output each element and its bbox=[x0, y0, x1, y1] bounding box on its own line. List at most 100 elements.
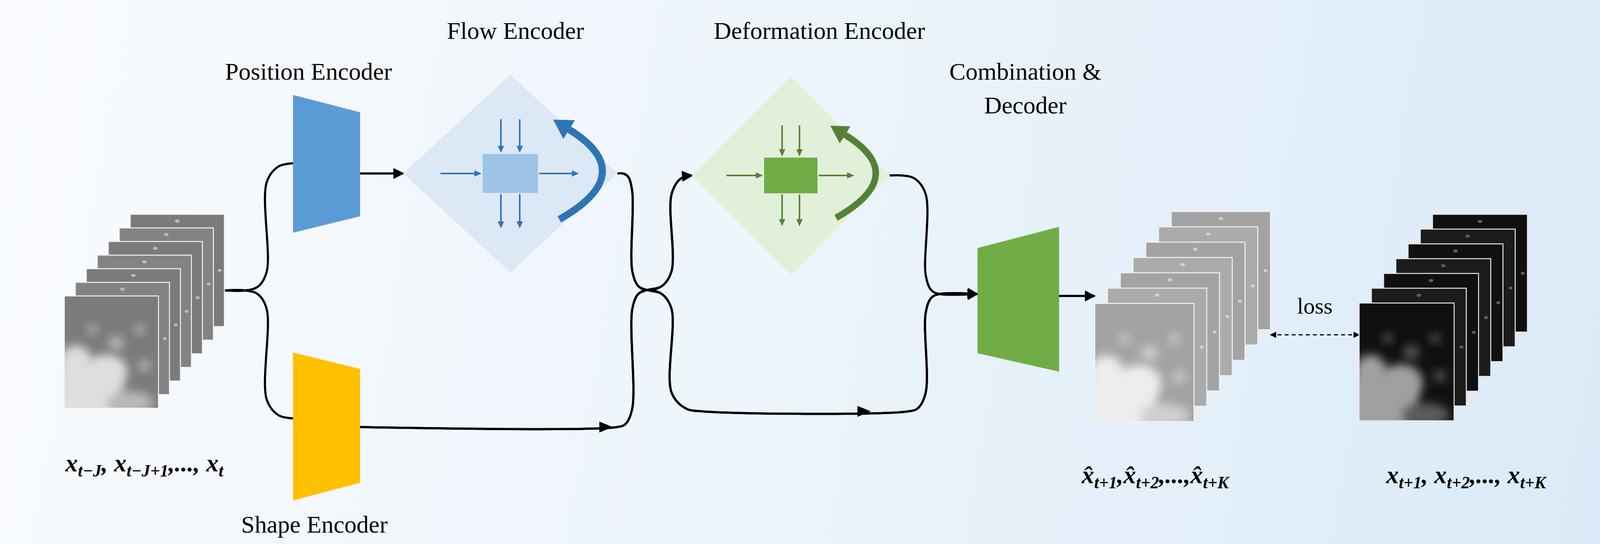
arrow-shaft bbox=[781, 194, 783, 220]
cloud bbox=[1430, 333, 1440, 343]
arrow-shaft bbox=[726, 174, 757, 177]
cloud bbox=[1094, 354, 1124, 388]
module-label: Shape Encoder bbox=[241, 509, 388, 539]
deformation-encoder-shape bbox=[691, 76, 890, 275]
arrow-head bbox=[847, 172, 855, 179]
predicted-frames: x̂t+1,x̂t+2,...,x̂t+K bbox=[1094, 211, 1271, 422]
cloud-speck bbox=[206, 282, 211, 286]
input-frames: xt−J, xt−J+1,..., xt bbox=[64, 214, 225, 408]
module-label: Flow Encoder bbox=[446, 16, 585, 46]
target-frames: xt+1, xt+2,..., xt+K bbox=[1359, 214, 1528, 421]
arrow-head bbox=[474, 170, 482, 177]
cloud bbox=[1117, 364, 1162, 403]
image-frame bbox=[43, 295, 159, 424]
cloud-speck bbox=[162, 336, 167, 340]
cloud-speck bbox=[173, 323, 178, 327]
cloud bbox=[1383, 333, 1393, 343]
cloud-speck bbox=[1508, 286, 1513, 290]
recurrence-arrow bbox=[559, 129, 603, 220]
arrow-shaft bbox=[500, 194, 502, 223]
cloud bbox=[1381, 364, 1423, 402]
cloud-speck bbox=[1205, 232, 1211, 236]
cloud bbox=[1139, 403, 1190, 422]
cloud-speck bbox=[1199, 345, 1204, 349]
arrow-head bbox=[779, 218, 786, 226]
cloud bbox=[1434, 369, 1446, 382]
module-label: Position Encoder bbox=[225, 56, 392, 86]
arrow-head bbox=[516, 221, 523, 229]
cloud-field bbox=[1094, 333, 1189, 422]
cell-arrows bbox=[726, 125, 855, 227]
cloud-speck bbox=[120, 287, 125, 291]
cloud-speck bbox=[1193, 247, 1198, 251]
predicted-frames-shape bbox=[1094, 211, 1271, 422]
cloud-speck bbox=[1180, 262, 1185, 266]
cell-arrows bbox=[440, 119, 579, 229]
cloud-speck bbox=[141, 260, 147, 264]
input-frames-shape bbox=[64, 214, 225, 408]
arrow-shaft bbox=[539, 172, 573, 175]
cloud bbox=[85, 354, 128, 391]
edge-label: loss bbox=[1297, 292, 1333, 320]
decoder-shape bbox=[977, 226, 1060, 372]
arrow-head bbox=[796, 149, 803, 157]
connector bbox=[889, 174, 978, 295]
encoder-trapezoid bbox=[293, 352, 361, 501]
encoder-diamond bbox=[691, 76, 890, 275]
cloud bbox=[108, 336, 124, 350]
cloud bbox=[106, 391, 154, 408]
cloud-speck bbox=[1459, 345, 1464, 349]
frame-border bbox=[1094, 303, 1195, 422]
cloud bbox=[1169, 333, 1180, 344]
target-frames-shape bbox=[1359, 214, 1528, 421]
cloud-speck bbox=[1263, 269, 1268, 273]
cloud-speck bbox=[163, 232, 169, 237]
cloud-speck bbox=[1465, 234, 1471, 238]
frame-border bbox=[1359, 302, 1455, 421]
recurrent-cell bbox=[482, 154, 539, 193]
recurrence-arrow bbox=[835, 134, 876, 218]
frame-caption: x̂t+1,x̂t+2,...,x̂t+K bbox=[1081, 458, 1229, 493]
cloud-speck bbox=[184, 309, 189, 313]
cloud-speck bbox=[1477, 219, 1483, 223]
flow-encoder-shape bbox=[403, 74, 618, 273]
cloud bbox=[134, 324, 145, 334]
deformation-encoder: Deformation Encoder bbox=[691, 76, 890, 275]
cloud bbox=[1359, 354, 1387, 388]
cloud-speck bbox=[174, 219, 180, 223]
cloud-speck bbox=[1167, 278, 1173, 282]
recurrence-arrow-head bbox=[830, 125, 851, 144]
cloud-speck bbox=[1496, 300, 1501, 304]
cloud bbox=[1403, 345, 1420, 360]
cloud-speck bbox=[1212, 330, 1217, 334]
module-label: Combination & Decoder bbox=[942, 54, 1108, 122]
encoder-diamond bbox=[403, 74, 618, 273]
arrow-shaft bbox=[518, 194, 521, 223]
connector bbox=[617, 172, 692, 290]
position-encoder-shape bbox=[293, 94, 361, 233]
cloud-speck bbox=[131, 273, 136, 277]
shape-encoder-shape bbox=[293, 352, 361, 501]
arrow-shaft bbox=[518, 119, 521, 147]
cloud bbox=[138, 359, 151, 372]
cloud bbox=[64, 345, 92, 377]
arrow-shaft bbox=[798, 194, 801, 220]
arrow-head bbox=[497, 145, 505, 153]
cloud-speck bbox=[1453, 249, 1459, 253]
cloud-speck bbox=[1441, 263, 1446, 268]
connector bbox=[224, 289, 294, 419]
image-frame bbox=[1338, 302, 1455, 437]
cloud-speck bbox=[1416, 293, 1422, 297]
cloud bbox=[1173, 370, 1185, 383]
shape-encoder: Shape Encoder bbox=[293, 352, 361, 501]
arrow-head bbox=[571, 170, 579, 177]
arrow-head bbox=[857, 405, 871, 417]
arrow-shaft bbox=[781, 125, 783, 150]
cloud bbox=[1141, 345, 1158, 360]
cloud-field bbox=[64, 324, 154, 408]
arrow-shaft bbox=[818, 174, 848, 177]
module-label: Deformation Encoder bbox=[713, 16, 926, 46]
cloud-speck bbox=[1154, 293, 1160, 297]
arrow-shaft bbox=[440, 172, 476, 175]
connector bbox=[360, 289, 978, 430]
